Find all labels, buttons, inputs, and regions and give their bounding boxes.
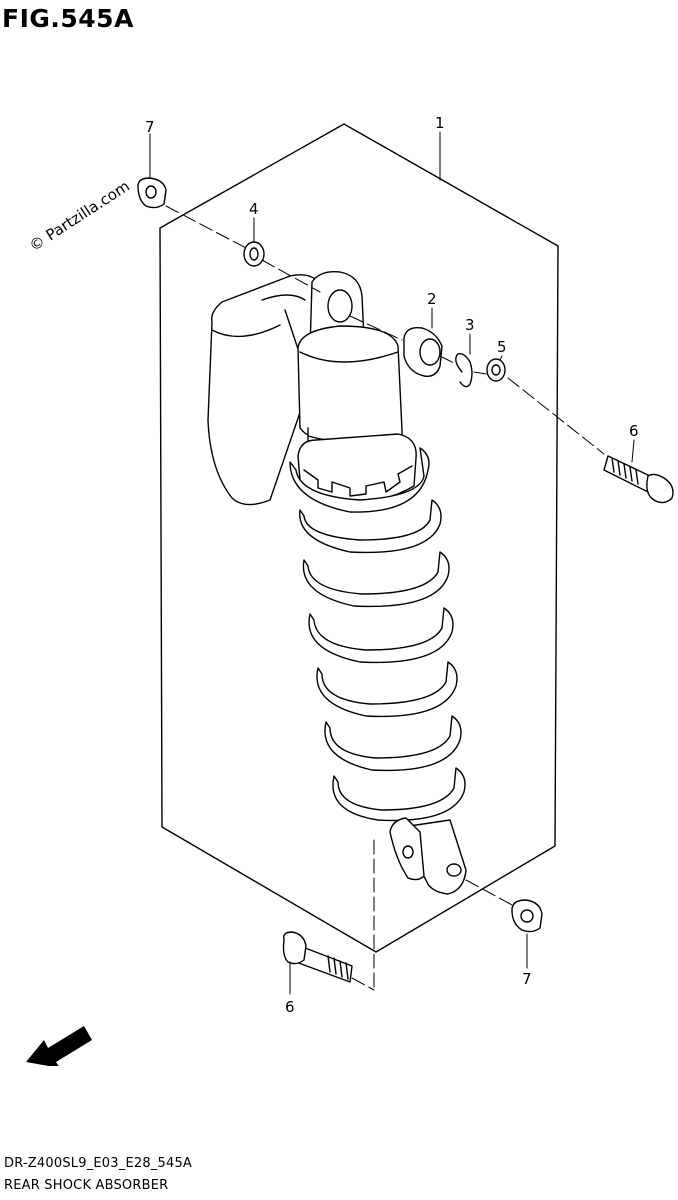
callout-2: 2 xyxy=(427,290,437,308)
assembly-guide-lines xyxy=(165,205,605,991)
callout-3: 3 xyxy=(465,316,475,334)
circlip-part xyxy=(455,352,473,388)
callout-6-lower: 6 xyxy=(285,998,295,1016)
fwd-arrow-icon xyxy=(26,1026,92,1066)
model-code: DR-Z400SL9_E03_E28_545A xyxy=(4,1156,193,1171)
lower-clevis xyxy=(389,817,467,895)
callout-4: 4 xyxy=(249,200,259,218)
callout-1: 1 xyxy=(435,114,445,132)
reservoir xyxy=(207,274,319,506)
figure-title: FIG.545A xyxy=(2,4,134,33)
assembly-outline xyxy=(159,123,559,953)
callout-7-lower: 7 xyxy=(522,970,532,988)
callout-5: 5 xyxy=(497,338,507,356)
figure-caption: REAR SHOCK ABSORBER xyxy=(4,1178,169,1193)
callout-6-upper: 6 xyxy=(629,422,639,440)
nut-lower-part xyxy=(511,899,543,933)
washer-upper-part xyxy=(243,241,265,267)
bolt-upper-part xyxy=(603,455,674,504)
leader-lines xyxy=(149,131,635,995)
bolt-lower-part xyxy=(282,931,353,983)
bushing-part xyxy=(403,327,443,377)
coil-spring xyxy=(289,447,466,822)
callout-7-upper: 7 xyxy=(145,118,155,136)
shock-body xyxy=(297,271,417,503)
nut-upper-part xyxy=(137,177,167,209)
washer-lower-part xyxy=(486,358,506,382)
